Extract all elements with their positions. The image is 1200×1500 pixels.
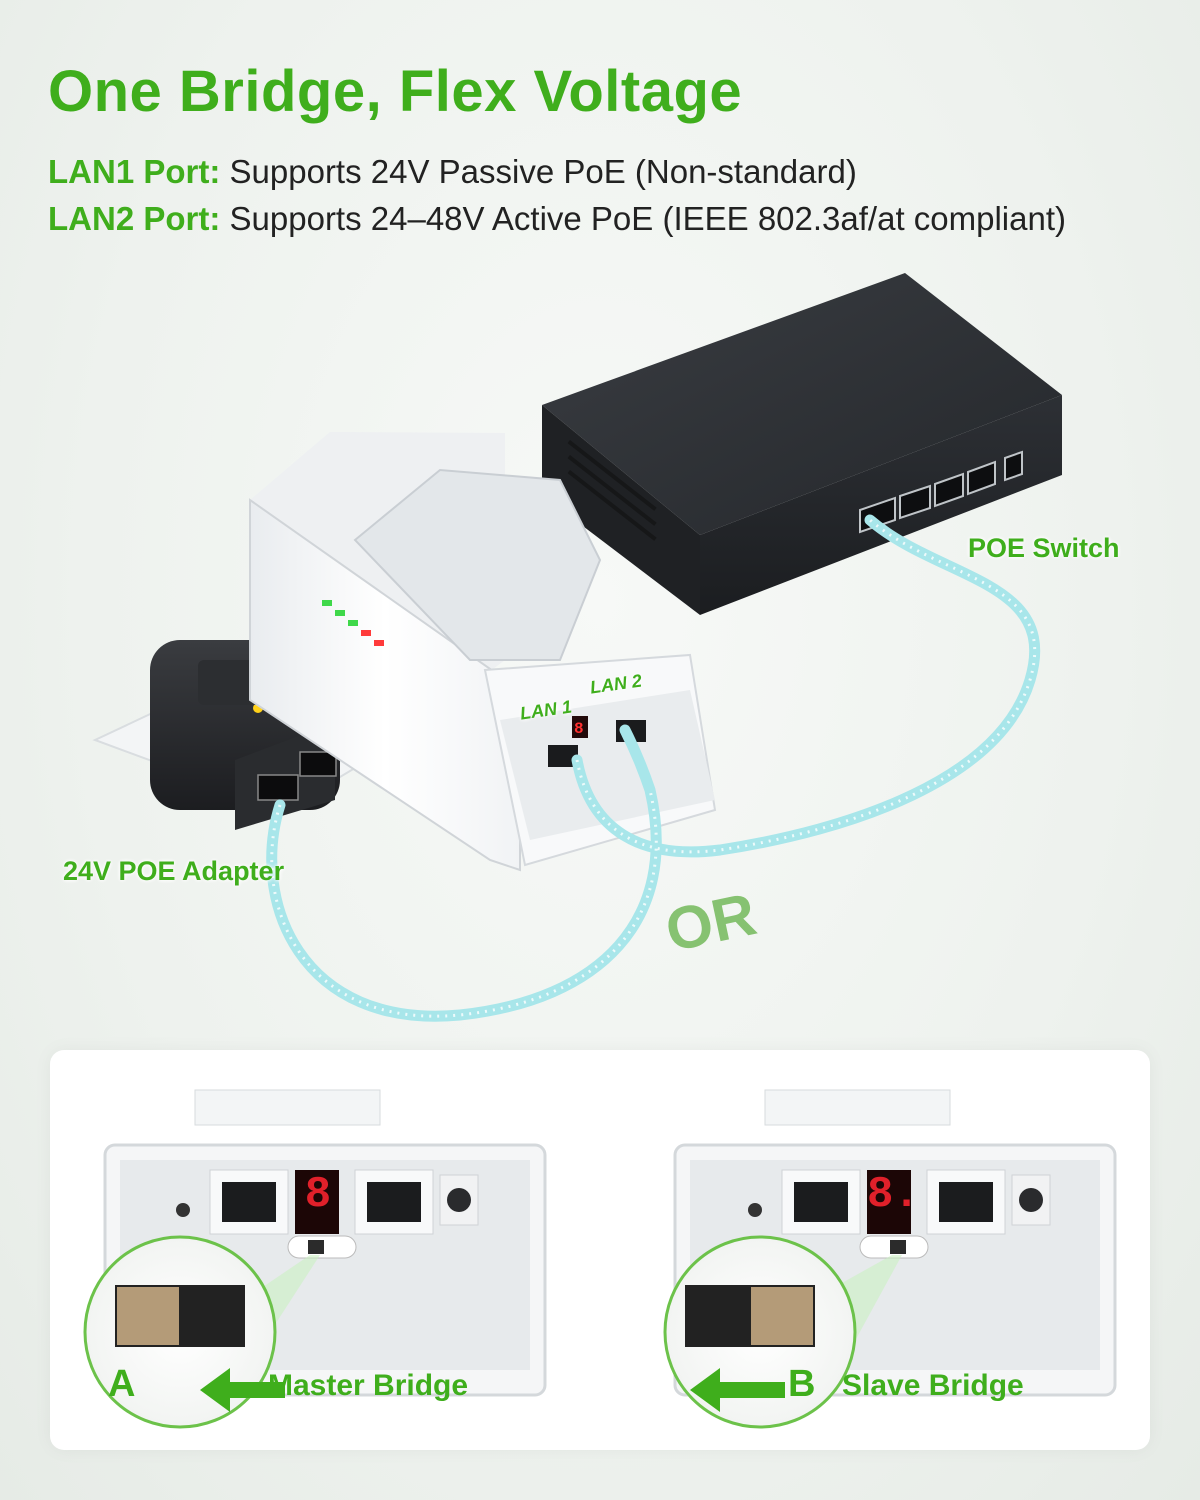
poe-switch: [542, 273, 1062, 615]
led-indicators: [322, 600, 384, 646]
mode-panel: A Master Bridge 8 B Slave Bridge 8.: [50, 1050, 1150, 1450]
bridge-slave-view: [663, 1089, 1117, 1429]
poe-adapter-label: 24V POE Adapter: [63, 856, 285, 886]
lan2-spec-label: LAN2 Port:: [48, 200, 221, 237]
wireless-bridge: 8: [249, 432, 717, 872]
bridge-master-view: [83, 1089, 547, 1429]
lan2-spec-text: Supports 24–48V Active PoE (IEEE 802.3af…: [229, 200, 1067, 237]
lan2-spec: LAN2 Port: Supports 24–48V Active PoE (I…: [48, 200, 1066, 238]
mode-b-letter: B: [788, 1363, 816, 1405]
lan1-spec-label: LAN1 Port:: [48, 153, 221, 190]
mode-a-letter: A: [108, 1363, 136, 1405]
mode-illustration: [83, 1089, 1117, 1429]
poe-switch-label: POE Switch: [968, 533, 1120, 563]
mode-b-display: 8.: [867, 1170, 920, 1220]
lan1-spec-text: Supports 24V Passive PoE (Non-standard): [229, 153, 857, 190]
ethernet-cables: [266, 514, 1041, 1022]
mode-b-label: Slave Bridge: [842, 1369, 1024, 1402]
lan1-spec: LAN1 Port: Supports 24V Passive PoE (Non…: [48, 153, 857, 191]
headline: One Bridge, Flex Voltage: [48, 59, 743, 124]
or-label: OR: [660, 880, 762, 964]
svg-text:8: 8: [574, 720, 584, 738]
mode-a-display: 8: [304, 1170, 332, 1220]
mode-a-label: Master Bridge: [268, 1369, 469, 1402]
